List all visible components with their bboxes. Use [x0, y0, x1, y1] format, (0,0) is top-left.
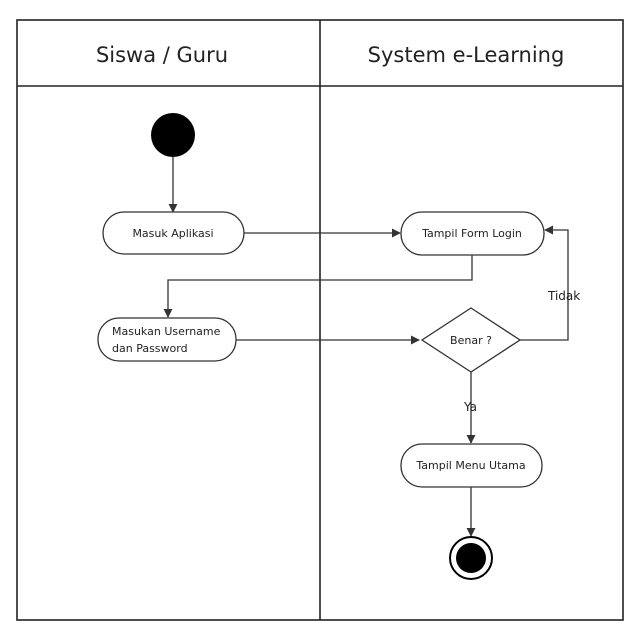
activity-tampil-form-login: Tampil Form Login	[400, 211, 545, 256]
edge-cek-tidak-to-form	[519, 225, 569, 341]
activity-masukan-username-password: Masukan Username dan Password	[97, 317, 237, 362]
activity-label: Masuk Aplikasi	[132, 227, 213, 240]
lane-title-system-elearning: System e-Learning	[368, 43, 565, 67]
edge-label-tidak: Tidak	[547, 289, 580, 303]
edge-label-ya: Ya	[463, 400, 477, 414]
activity-label-line-2: dan Password	[112, 342, 188, 355]
lane-title-siswa-guru: Siswa / Guru	[96, 43, 228, 67]
decision-label: Benar ?	[450, 334, 492, 347]
swimlane-frame	[16, 19, 624, 621]
edges	[163, 157, 569, 537]
edge-form-to-input	[163, 255, 473, 318]
initial-node	[151, 113, 195, 157]
activity-label-line-1: Masukan Username	[112, 325, 221, 338]
final-node	[449, 536, 493, 580]
activity-label: Tampil Form Login	[421, 227, 522, 240]
activity-masuk-aplikasi: Masuk Aplikasi	[102, 211, 245, 255]
decision-benar: Benar ?	[420, 307, 522, 373]
activity-label: Tampil Menu Utama	[415, 459, 525, 472]
activity-tampil-menu-utama: Tampil Menu Utama	[400, 443, 543, 488]
